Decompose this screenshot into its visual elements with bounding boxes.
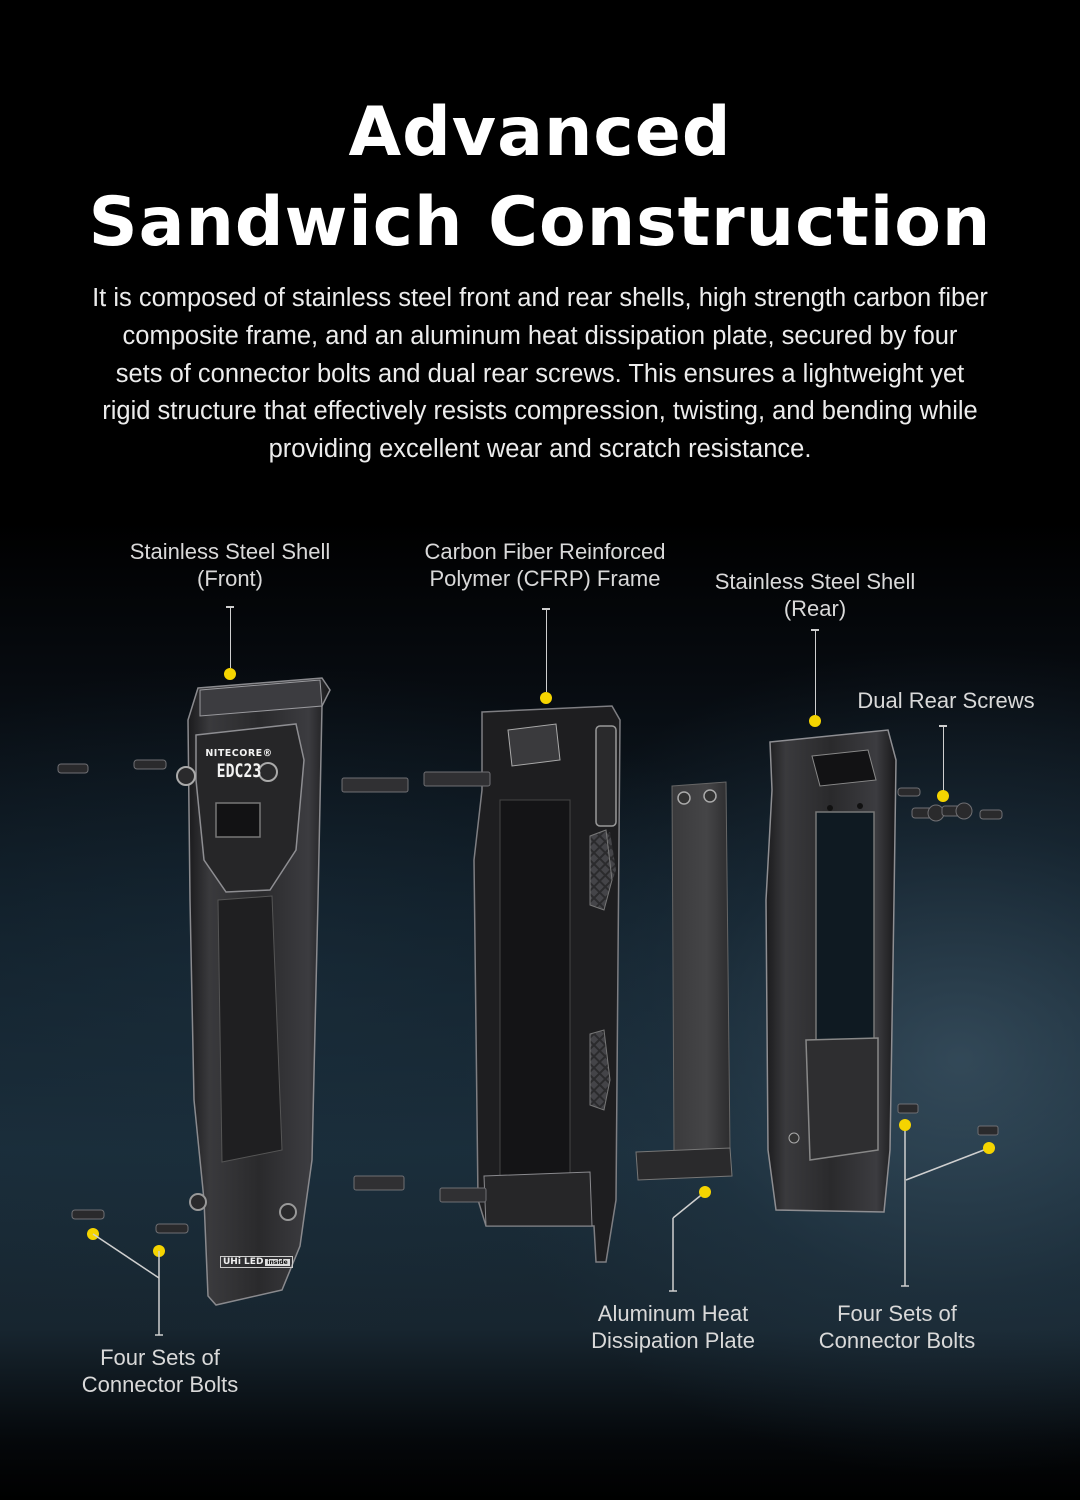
callout-label-heat-plate: Aluminum Heat Dissipation Plate [591, 1301, 755, 1353]
leader-line [814, 629, 816, 715]
callout-dot-cfrp-frame [540, 692, 552, 704]
callout-label-rear-screws: Dual Rear Screws [857, 688, 1035, 713]
badge-main-text: UHi LED [223, 1257, 264, 1267]
front-shell-part [176, 677, 331, 1306]
description-line: sets of connector bolts and dual rear sc… [115, 359, 965, 388]
description-line: composite frame, and an aluminum heat di… [122, 321, 958, 350]
uhi-led-badge: UHi LED inside [220, 1256, 293, 1268]
brand-logo-text: NITECORE® [205, 748, 273, 759]
page-title-line2: Sandwich Construction [88, 183, 992, 262]
callout-label-cfrp-frame: Carbon Fiber Reinforced Polymer (CFRP) F… [424, 539, 666, 591]
callout-dot-rear-shell [809, 715, 821, 727]
heat-plate-part [635, 781, 733, 1181]
model-name-text: EDC23 [216, 760, 262, 782]
callout-label-front-shell: Stainless Steel Shell (Front) [129, 539, 331, 591]
cfrp-frame-part [473, 705, 621, 1263]
leader-line [229, 606, 231, 668]
callout-dot-bolt-right-a [899, 1119, 911, 1131]
description-line: It is composed of stainless steel front … [92, 284, 988, 312]
badge-sub-text: inside [265, 1258, 290, 1266]
description-line: providing excellent wear and scratch res… [268, 435, 812, 464]
callout-dot-bolt-right-b [983, 1142, 995, 1154]
callout-dot-rear-screws [937, 790, 949, 802]
callout-dot-front-shell [224, 668, 236, 680]
callout-label-bolts-left: Four Sets of Connector Bolts [81, 1345, 239, 1397]
callout-label-bolts-right: Four Sets of Connector Bolts [818, 1301, 976, 1353]
rear-shell-part [765, 729, 897, 1213]
description-line: rigid structure that effectively resists… [102, 397, 978, 426]
callout-dot-heat-plate [699, 1186, 711, 1198]
description-paragraph: It is composed of stainless steel front … [30, 280, 1050, 469]
callout-label-rear-shell: Stainless Steel Shell (Rear) [714, 569, 916, 621]
page-title-line1: Advanced [348, 93, 732, 172]
leader-line [942, 725, 944, 791]
loose-screws [57, 759, 1003, 1234]
leader-line [545, 608, 547, 692]
